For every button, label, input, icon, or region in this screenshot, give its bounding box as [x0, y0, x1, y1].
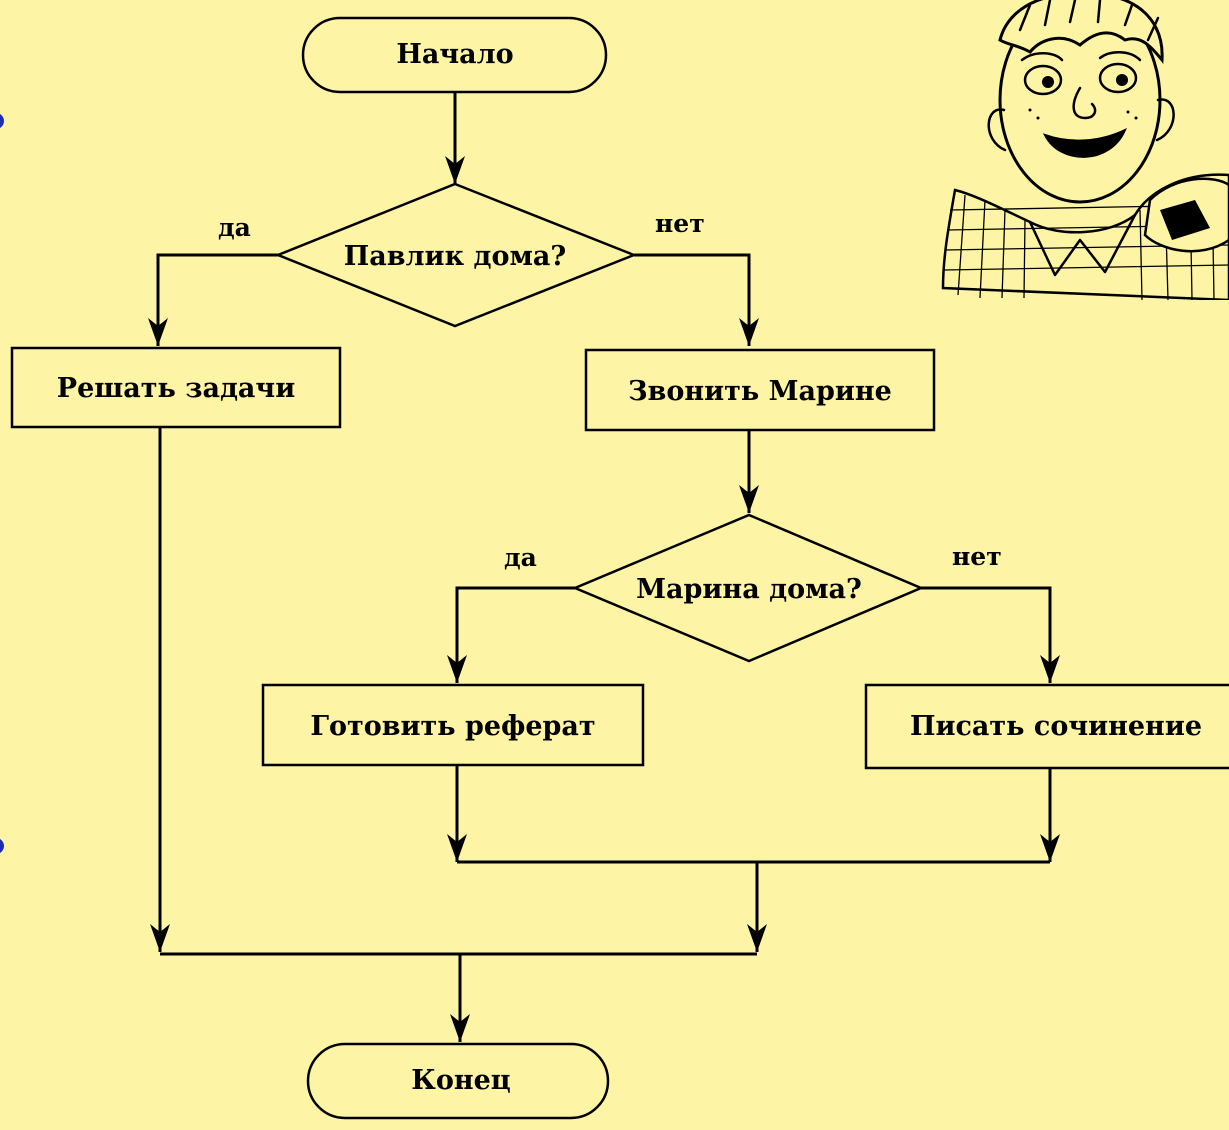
action-write-essay-label: Писать сочинение: [910, 711, 1202, 742]
action-call-marina: Звонить Марине: [584, 348, 936, 432]
branch-no-label: нет: [952, 542, 1002, 571]
action-write-essay: Писать сочинение: [864, 683, 1229, 770]
action-solve-problems: Решать задачи: [10, 346, 342, 429]
start-terminal: Начало: [301, 16, 608, 94]
branch-yes-label: да: [218, 213, 251, 242]
connector-lines: [148, 92, 1060, 1042]
action-prepare-report-label: Готовить реферат: [310, 711, 595, 742]
action-solve-problems-label: Решать задачи: [57, 373, 295, 404]
action-prepare-report: Готовить реферат: [261, 683, 645, 767]
decision-pavlik-home-label: Павлик дома?: [344, 241, 567, 272]
slide-bullet-bottom: [0, 839, 4, 853]
action-call-marina-label: Звонить Марине: [628, 376, 892, 407]
boy-illustration: [941, 0, 1229, 300]
decision-marina-home-label: Марина дома?: [636, 574, 862, 605]
decision-pavlik-home: Павлик дома?: [274, 182, 638, 328]
start-label: Начало: [396, 39, 513, 70]
end-label: Конец: [411, 1065, 511, 1096]
slide-bullet-top: [0, 114, 4, 128]
branch-no-label: нет: [655, 209, 705, 238]
end-terminal: Конец: [306, 1042, 610, 1120]
branch-yes-label: да: [504, 543, 537, 572]
decision-marina-home: Марина дома?: [571, 513, 925, 663]
